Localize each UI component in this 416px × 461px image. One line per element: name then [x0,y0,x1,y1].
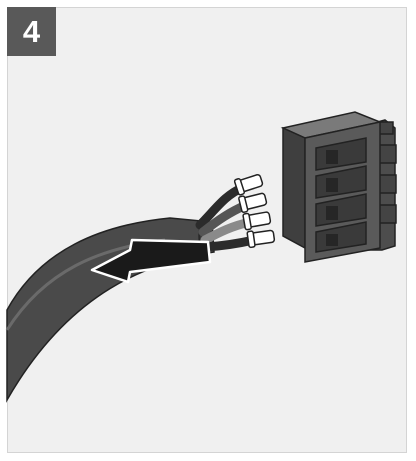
terminal-block-icon [283,112,396,262]
